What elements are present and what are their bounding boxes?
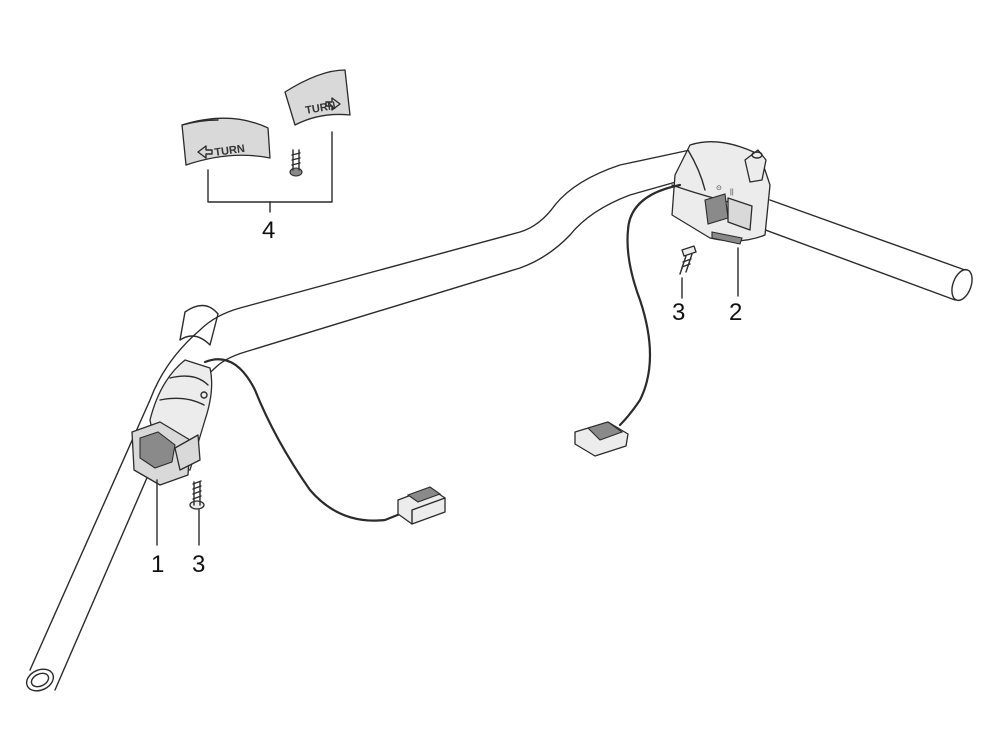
left-cable [203, 358, 407, 522]
left-switch-housing [131, 359, 213, 486]
callout-3-right: 3 [672, 299, 685, 326]
left-turn-cap: TURN [181, 117, 271, 166]
callout-2: 2 [729, 299, 742, 326]
right-cable [618, 183, 682, 427]
right-connector [574, 421, 629, 457]
callout-leaders [156, 247, 739, 546]
left-screw [189, 480, 205, 510]
left-cap-label: TURN [214, 143, 246, 159]
callout-1: 1 [151, 551, 164, 578]
svg-text:||: || [730, 189, 734, 196]
right-switch-housing: ⊙ || [671, 141, 771, 245]
callout-3-left: 3 [192, 551, 205, 578]
callout-4-bracket [207, 131, 333, 213]
callout-4: 4 [262, 217, 275, 244]
cap-screw [289, 149, 303, 177]
right-turn-cap: TURN [284, 69, 351, 126]
right-screw [679, 245, 697, 275]
svg-text:⊙: ⊙ [716, 185, 722, 192]
right-cap-label: TURN [304, 100, 336, 117]
left-connector [397, 486, 446, 525]
